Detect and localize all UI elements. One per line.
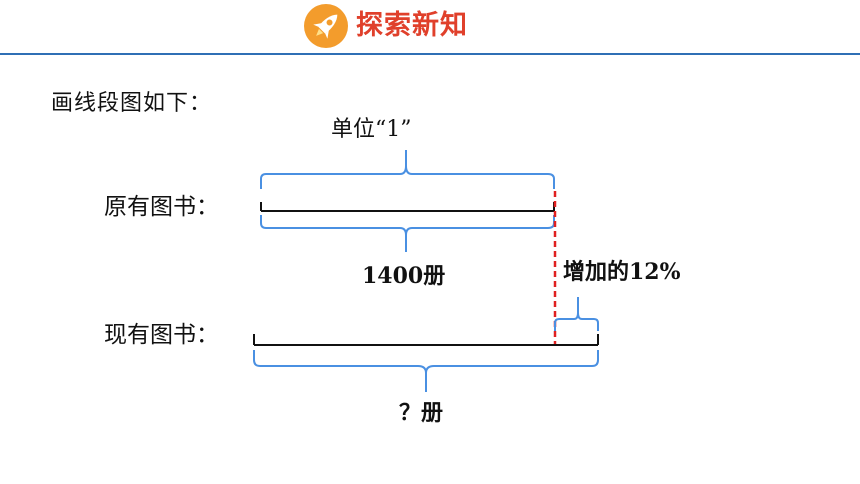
section-title: 探索新知	[356, 10, 468, 41]
current-count-label: ？册	[399, 400, 444, 426]
original-count-brace	[260, 215, 555, 252]
original-books-label: 原有图书：	[104, 194, 219, 220]
header-rule	[0, 53, 860, 55]
rocket-icon	[304, 4, 348, 48]
current-count-brace	[253, 350, 599, 392]
original-count-label: 1400册	[362, 263, 446, 289]
current-books-label: 现有图书：	[104, 322, 219, 348]
unit-one-brace	[260, 150, 555, 189]
unit-one-label: 单位“1”	[331, 117, 412, 142]
increase-brace	[554, 297, 599, 331]
increase-percent-label: 增加的12%	[563, 259, 681, 285]
intro-text: 画线段图如下：	[51, 91, 213, 116]
